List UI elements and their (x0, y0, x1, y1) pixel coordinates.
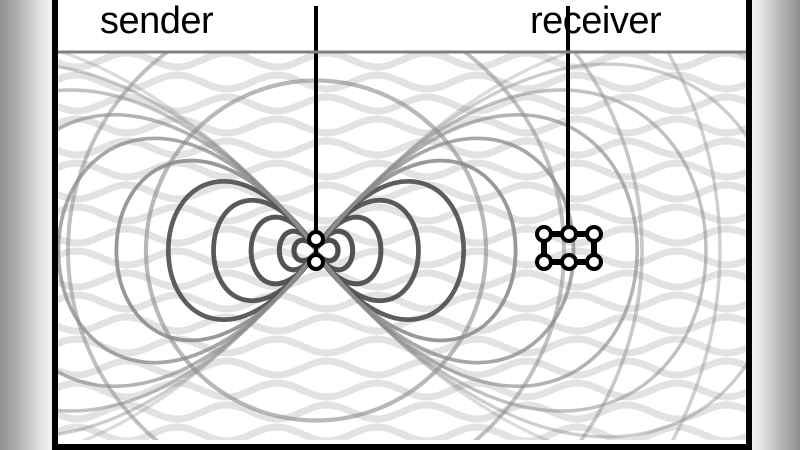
letterbox-gradient-left (0, 0, 52, 450)
wave-line (58, 53, 746, 71)
sender-terminal-nodes (307, 230, 325, 271)
field-loop (211, 198, 319, 303)
far-field-arc (66, 53, 566, 440)
terminal-node (585, 225, 603, 243)
wave-line (58, 203, 746, 225)
field-loop (58, 113, 318, 388)
field-loop (291, 237, 319, 264)
wave-line (58, 181, 746, 203)
letterbox-gradient-right (752, 0, 800, 450)
field-loop (166, 179, 319, 322)
field-loop (276, 228, 319, 273)
wave-line (58, 313, 746, 335)
wave-line (58, 423, 746, 440)
terminal-node (535, 253, 553, 271)
receiver-terminal-nodes (535, 225, 603, 271)
field-loop (314, 88, 708, 413)
field-loop (314, 62, 746, 439)
field-loop (313, 198, 421, 303)
terminal-node (585, 253, 603, 271)
dipole-field-diagram (52, 0, 752, 450)
field-loop (58, 88, 318, 413)
frame-border (52, 0, 752, 450)
wave-line (58, 291, 746, 313)
field-line-layer (58, 53, 746, 440)
field-loop (313, 228, 356, 273)
field-loop (313, 214, 384, 287)
antenna-layer (307, 6, 603, 271)
field-loop (58, 65, 318, 436)
diagram-frame: sender receiver (52, 0, 752, 450)
field-loop (248, 214, 319, 287)
wave-line (58, 357, 746, 379)
wave-line (58, 269, 746, 291)
far-field-arc (58, 53, 644, 440)
field-loop (314, 113, 639, 388)
terminal-node (560, 253, 578, 271)
wave-line (58, 247, 746, 269)
sender-label: sender (100, 0, 214, 42)
field-loop (58, 136, 318, 365)
far-field-arc (666, 53, 722, 440)
wave-line (58, 225, 746, 247)
receiver-label: receiver (530, 0, 662, 42)
wave-line (58, 401, 746, 423)
terminal-node (535, 225, 553, 243)
field-loop (313, 179, 466, 322)
field-loop (114, 158, 318, 343)
wave-line (58, 71, 746, 93)
terminal-node (560, 225, 578, 243)
field-loop (314, 158, 518, 343)
wave-background-layer (58, 53, 746, 440)
field-loop (314, 136, 576, 365)
terminal-node (307, 230, 325, 248)
wave-line (58, 335, 746, 357)
terminal-node (307, 253, 325, 271)
wave-line (58, 137, 746, 159)
field-loop (313, 237, 341, 264)
